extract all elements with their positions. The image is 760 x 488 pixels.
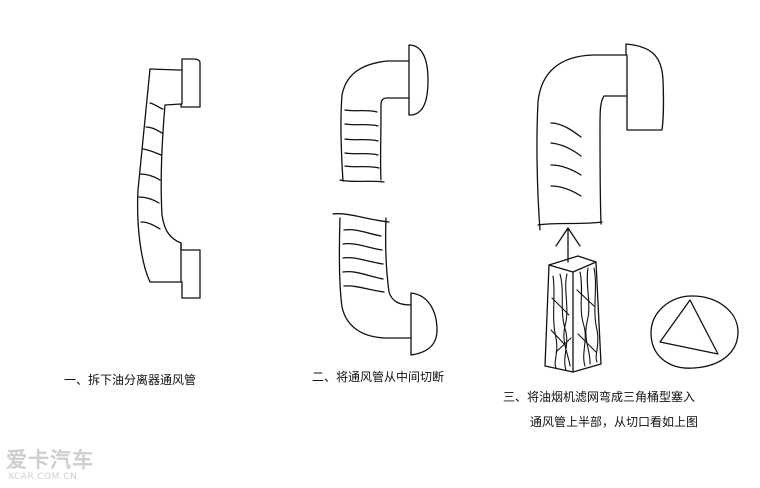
pipe-2-upper-outline xyxy=(340,44,429,182)
figure-1-whole-pipe xyxy=(136,58,201,299)
watermark-logo-text: 爱卡汽车 xyxy=(6,448,94,472)
pipe-2-lower-cut-edge xyxy=(332,213,390,223)
figure-2-cut-pipe xyxy=(332,44,438,356)
caption-step-3-line-1: 三、将油烟机滤网弯成三角桶型塞入 xyxy=(503,390,696,404)
pipe-2-lower-outline xyxy=(338,217,438,356)
pipe-3-cut-edge xyxy=(537,221,603,226)
watermark-domain-text: XCAR.COM.CN xyxy=(8,472,78,482)
pipe-1-hatching xyxy=(138,102,164,230)
pipe-2-lower-hatching xyxy=(342,228,385,293)
site-watermark: 爱卡汽车 XCAR.COM.CN xyxy=(6,448,106,484)
filter-roll-top-edge xyxy=(572,261,597,273)
caption-step-1: 一、拆下油分离器通风管 xyxy=(64,373,197,387)
pipe-1-outline xyxy=(136,58,201,299)
figure-3-filter-insert xyxy=(536,43,739,373)
insert-arrow-head xyxy=(555,227,581,247)
caption-step-3-line-2: 通风管上半部，从切口看如上图 xyxy=(530,415,699,429)
filter-triangle xyxy=(659,299,719,355)
pipe-2-upper-cut-edge xyxy=(339,179,385,183)
pipe-3-hatching xyxy=(550,122,582,197)
caption-step-2: 二、将通风管从中间切断 xyxy=(312,370,445,384)
pipe-2-upper-hatching xyxy=(344,109,380,169)
pipe-3-upper-outline xyxy=(536,43,665,231)
pipe-cross-section-circle xyxy=(650,295,739,369)
filter-roll-mesh xyxy=(550,267,599,371)
filter-roll-body xyxy=(544,255,602,373)
